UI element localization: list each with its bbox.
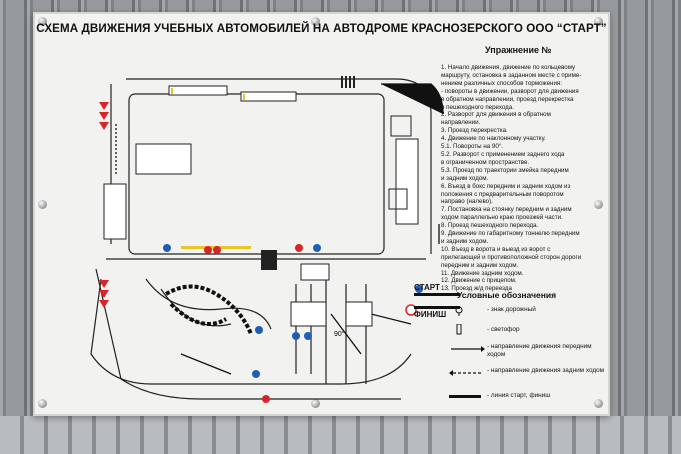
list-item: 3. Проезд перекрестка. <box>441 127 508 135</box>
angle-label: 90° <box>334 330 345 338</box>
legend-row: - линия старт, финиш <box>449 392 550 405</box>
forward-arrow-icon <box>451 346 485 352</box>
start-line-icon <box>414 293 460 296</box>
list-item: направо (налево). <box>441 198 493 206</box>
list-item: 2. Разворот для движения в обратном <box>441 111 551 119</box>
list-item: 8. Проезд пешеходного перехода. <box>441 222 539 230</box>
list-item: и пешеходного перехода. <box>441 103 514 111</box>
legend-text: - светофор <box>487 326 520 333</box>
list-item: 5.1. Повороты на 90°. <box>441 143 503 151</box>
start-line-icon <box>449 395 481 398</box>
list-item: в ограниченном пространстве. <box>441 158 530 166</box>
list-item: 7. Постановка на стоянку передним и задн… <box>441 206 572 214</box>
list-item: 13. Проезд ж/д переезда <box>441 285 512 293</box>
screw-icon <box>594 399 603 408</box>
legend-row: - знак дорожный <box>449 306 536 319</box>
list-item: направлении. <box>441 119 481 127</box>
legend-title: Условные обозначения <box>457 290 557 300</box>
screw-icon <box>38 17 47 26</box>
start-label: СТАРТ <box>414 283 440 292</box>
reverse-arrow-icon <box>449 370 483 376</box>
board-title: СХЕМА ДВИЖЕНИЯ УЧЕБНЫХ АВТОМОБИЛЕЙ НА АВ… <box>36 22 607 35</box>
legend-text: - направление движения задним ходом <box>487 367 605 374</box>
road-sign-icon <box>99 102 423 403</box>
road-sign-icon <box>455 306 463 316</box>
list-item: 6. Въезд в бокс передним и задним ходом … <box>441 182 571 190</box>
legend-row: - светофор <box>449 323 520 339</box>
list-item: 1. Начало движения, движение по кольцево… <box>441 64 576 71</box>
screw-icon <box>38 399 47 408</box>
exercise-list: 1. Начало движения, движение по кольцево… <box>441 64 609 293</box>
list-item: - повороты в движении, разворот для движ… <box>441 87 579 95</box>
list-item: ходом параллельно краю проезжей части. <box>441 214 563 222</box>
track-map: 90° <box>90 76 444 403</box>
fence-rail <box>0 416 681 454</box>
exercise-legend-panel: Упражнение № 1. Начало движения, движени… <box>433 42 609 412</box>
legend-row: - направление движения передним ходом <box>449 342 592 359</box>
legend-text: - направление движения передним ходом <box>487 343 592 358</box>
screw-icon <box>38 200 47 209</box>
list-item: передним и задним ходом. <box>441 261 519 269</box>
list-item: нением различных способов торможения: <box>441 79 562 87</box>
list-item: 5.3. Проезд по траектории змейка передни… <box>441 166 569 174</box>
list-item: 10. Въезд в ворота и выезд из ворот с <box>441 245 551 253</box>
legend-text: - знак дорожный <box>487 306 536 313</box>
screw-icon <box>594 17 603 26</box>
list-item: 5.2. Разворот с применением заднего хода <box>441 150 565 158</box>
list-item: и задним ходом. <box>441 174 489 182</box>
exercise-title: Упражнение № <box>485 45 552 55</box>
list-item: положения с предварительным поворотом <box>441 190 564 198</box>
list-item: прилегающей и противоположной сторон дор… <box>441 253 582 261</box>
finish-line-icon <box>414 306 460 309</box>
legend-row: - направление движения задним ходом <box>449 366 604 383</box>
list-item: маршруту, остановка в заданном месте с п… <box>441 71 582 79</box>
list-item: 4. Движение по наклонному участку. <box>441 135 546 143</box>
list-item: 11. Движение задним ходом. <box>441 269 524 277</box>
traffic-light-icon <box>456 323 462 335</box>
legend-text: - линия старт, финиш <box>487 392 551 399</box>
driving-scheme-board: СХЕМА ДВИЖЕНИЯ УЧЕБНЫХ АВТОМОБИЛЕЙ НА АВ… <box>33 12 610 416</box>
screw-icon <box>594 200 603 209</box>
list-item: 12. Движение с прицепом. <box>441 277 517 285</box>
list-item: в обратном направлении, проезд перекрест… <box>441 95 574 103</box>
start-finish: СТАРТ ФИНИШ <box>414 279 474 334</box>
list-item: и задним ходом. <box>441 237 489 245</box>
finish-label: ФИНИШ <box>414 310 447 319</box>
screw-icon <box>311 399 320 408</box>
list-item: 9. Движение по габаритному тоннелю перед… <box>441 230 580 238</box>
screw-icon <box>311 17 320 26</box>
